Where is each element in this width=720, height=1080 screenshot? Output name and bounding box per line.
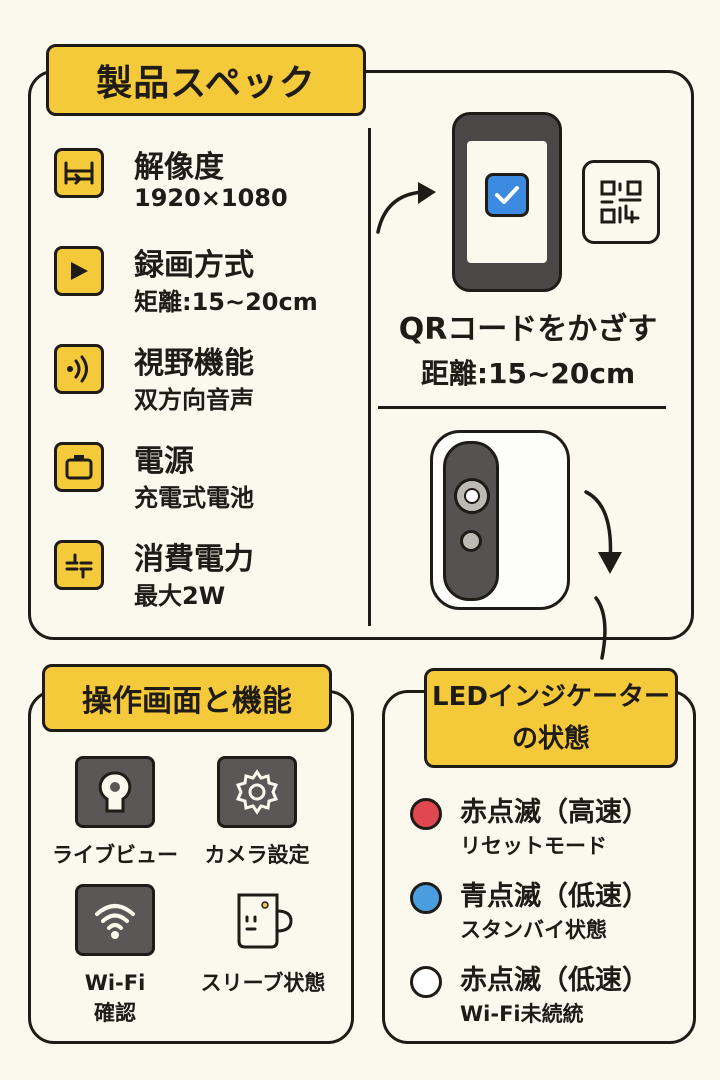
sound-wave-icon xyxy=(54,344,104,394)
spec-value: 最大2W xyxy=(134,582,226,610)
play-icon xyxy=(54,246,104,296)
operations-panel xyxy=(28,690,354,1044)
spec-row-power-consumption: 消費電力 最大2W xyxy=(54,534,364,614)
camera-face xyxy=(443,441,499,601)
live-view-icon xyxy=(75,756,155,828)
phone-screen xyxy=(467,141,547,263)
camera-sensor-icon xyxy=(460,530,482,552)
qr-distance: 距離:15~20cm xyxy=(420,357,636,390)
led-row-blue-slow: 青点滅（低速） スタンバイ状態 xyxy=(410,874,690,944)
led-row-red-fast: 赤点滅（高速） リセットモード xyxy=(410,790,690,860)
spec-value: 双方向音声 xyxy=(134,386,254,414)
led-desc: リセットモード xyxy=(460,834,607,858)
spec-divider-vertical xyxy=(368,128,371,626)
arrow-to-phone-icon xyxy=(376,182,436,234)
led-state: 赤点滅（低速） xyxy=(460,965,649,996)
checkmark-icon xyxy=(485,173,529,217)
qr-code-icon xyxy=(582,160,660,244)
op-label: カメラ設定 xyxy=(204,843,310,867)
led-desc: スタンバイ状態 xyxy=(460,918,607,942)
op-item-sleep[interactable]: スリーブ状態 xyxy=(188,884,338,998)
camera-lens-icon xyxy=(454,478,490,514)
spec-row-view: 視野機能 双方向音声 xyxy=(54,338,364,418)
spec-divider-horizontal xyxy=(378,406,666,409)
spec-row-resolution: 解像度 1920×1080 xyxy=(54,142,364,222)
arrow-to-led-icon xyxy=(584,490,622,660)
spec-label: 解像度 xyxy=(134,150,224,185)
led-title-line2: の状態 xyxy=(511,724,590,754)
led-state: 青点滅（低速） xyxy=(460,881,649,912)
qr-instruction: QRコードをかざす xyxy=(398,312,658,347)
resolution-icon xyxy=(54,148,104,198)
wifi-icon xyxy=(75,884,155,956)
blue-led-icon xyxy=(410,882,442,914)
power-icon xyxy=(54,540,104,590)
spec-value: 矩離:15~20cm xyxy=(134,288,318,316)
led-title: LEDインジケーター の状態 xyxy=(424,668,678,768)
spec-label: 消費電力 xyxy=(134,542,254,577)
op-label: ライブビュー xyxy=(52,843,178,867)
spec-value: 充電式電池 xyxy=(134,484,254,512)
battery-icon xyxy=(54,442,104,492)
op-label: スリーブ状態 xyxy=(200,971,326,995)
op-label: Wi-Fi xyxy=(84,971,146,995)
led-title-line1: LEDインジケーター xyxy=(432,682,670,712)
spec-title: 製品スペック xyxy=(46,44,366,116)
spec-row-power-source: 電源 充電式電池 xyxy=(54,436,364,516)
led-row-red-slow: 赤点滅（低速） Wi-Fi未続統 xyxy=(410,958,690,1028)
op-item-live-view[interactable]: ライブビュー xyxy=(40,756,190,870)
red-led-icon xyxy=(410,798,442,830)
op-item-wifi-check[interactable]: Wi-Fi 確認 xyxy=(40,884,190,1028)
op-item-camera-settings[interactable]: カメラ設定 xyxy=(182,756,332,870)
led-desc: Wi-Fi未続統 xyxy=(460,1002,584,1026)
spec-row-recording: 録画方式 矩離:15~20cm xyxy=(54,240,364,320)
smartphone-icon xyxy=(452,112,562,292)
gear-icon xyxy=(217,756,297,828)
spec-label: 視野機能 xyxy=(134,346,254,381)
white-led-icon xyxy=(410,966,442,998)
spec-label: 電源 xyxy=(134,444,194,479)
spec-value: 1920×1080 xyxy=(134,184,288,212)
led-state: 赤点滅（高速） xyxy=(460,797,649,828)
operations-title: 操作画面と機能 xyxy=(42,664,332,732)
sleep-mug-icon xyxy=(223,884,303,956)
op-label-line2: 確認 xyxy=(94,1001,136,1025)
camera-illustration xyxy=(430,430,570,610)
spec-label: 録画方式 xyxy=(134,248,254,283)
